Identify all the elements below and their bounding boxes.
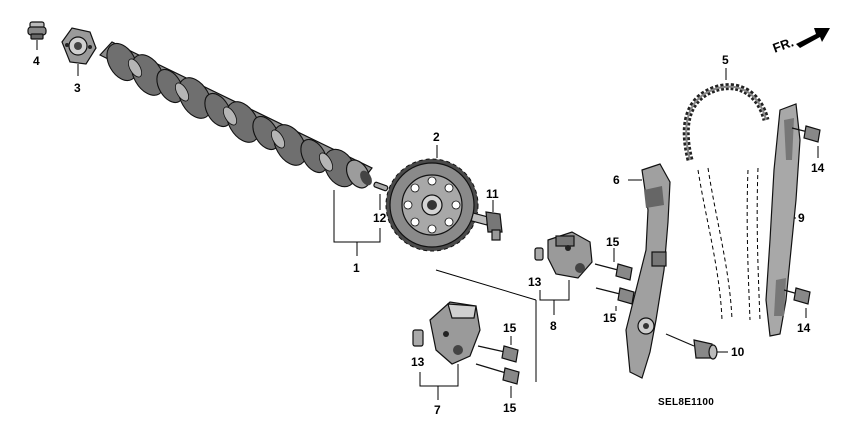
callout-13b: 13: [411, 355, 425, 369]
camshaft-part-1[interactable]: [99, 38, 374, 192]
callout-9: 9: [798, 211, 805, 225]
pin-part-13b[interactable]: [412, 329, 424, 347]
callout-12: 12: [373, 211, 387, 225]
chain-guide-part-9[interactable]: [765, 103, 801, 337]
pin-part-13a[interactable]: [534, 247, 544, 261]
tensioner-arm-part-6[interactable]: [625, 163, 671, 379]
front-direction-indicator: FR.: [771, 28, 830, 56]
sprocket-bolt-part-11[interactable]: [470, 211, 503, 241]
plug-part-4[interactable]: [27, 21, 47, 40]
bolt-part-15b[interactable]: [595, 287, 635, 305]
timing-chain-part-5[interactable]: [682, 83, 770, 321]
callout-4: 4: [33, 54, 40, 68]
pivot-bolt-part-10[interactable]: [665, 333, 718, 360]
bolt-part-15a[interactable]: [594, 263, 633, 281]
front-label: FR.: [771, 34, 796, 55]
bolt-part-14b[interactable]: [783, 287, 811, 305]
bolt-part-15c[interactable]: [477, 345, 519, 363]
pulser-plate-part-3[interactable]: [61, 27, 97, 65]
callout-15a: 15: [606, 235, 620, 249]
front-arrow-icon: [796, 28, 830, 48]
callout-15c: 15: [503, 321, 517, 335]
callout-14a: 14: [811, 161, 825, 175]
dowel-pin-part-12[interactable]: [373, 181, 389, 192]
callout-7: 7: [434, 403, 441, 417]
callout-11: 11: [486, 187, 499, 201]
callout-5: 5: [722, 53, 729, 67]
callout-13a: 13: [528, 275, 542, 289]
callout-2: 2: [433, 130, 440, 144]
callout-6: 6: [613, 173, 620, 187]
tensioner-part-7[interactable]: [429, 301, 481, 365]
callout-3: 3: [74, 81, 81, 95]
callout-15d: 15: [503, 401, 517, 415]
callout-10: 10: [731, 345, 745, 359]
callout-14b: 14: [797, 321, 811, 335]
diagram-code: SEL8E1100: [658, 397, 714, 408]
bolt-part-14a[interactable]: [791, 125, 821, 143]
callout-15b: 15: [603, 311, 617, 325]
tensioner-part-8[interactable]: [547, 231, 593, 279]
callout-8: 8: [550, 319, 557, 333]
camshaft-sprocket-part-2[interactable]: [385, 158, 479, 252]
bolt-part-15d[interactable]: [475, 363, 520, 385]
callout-1: 1: [353, 261, 360, 275]
